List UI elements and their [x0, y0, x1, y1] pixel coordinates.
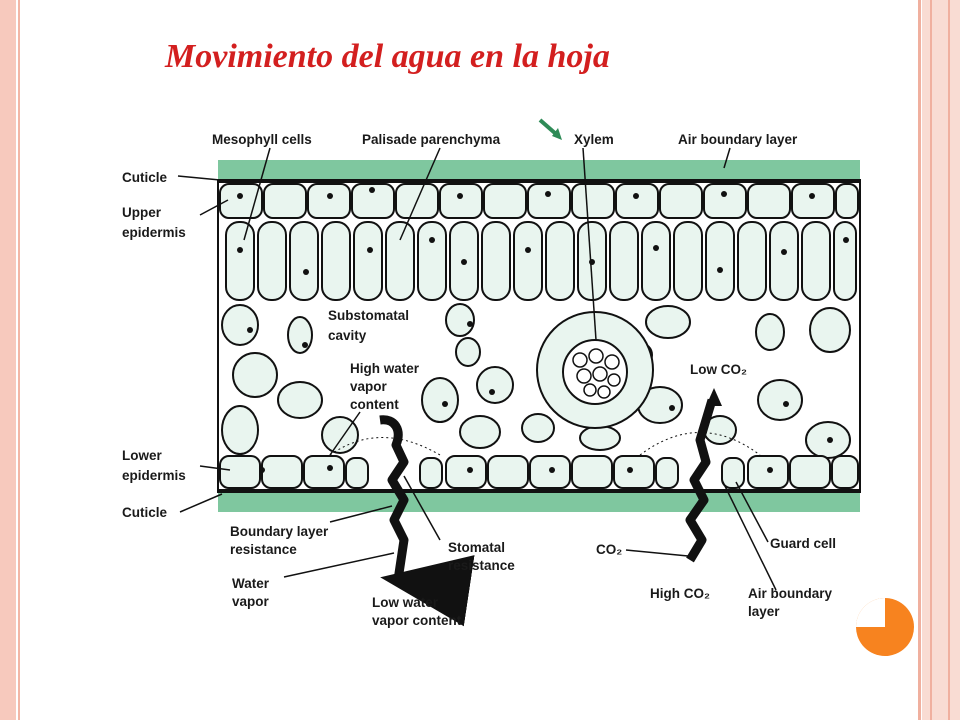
label-air-boundary-bottom-line1: Air boundary	[748, 586, 832, 601]
label-low-water-line1: Low water	[372, 595, 439, 610]
water-vapor-arrow	[379, 415, 475, 627]
cell-nuclei	[237, 187, 849, 473]
label-high-water-line2: vapor	[350, 379, 388, 394]
co2-arrow	[685, 398, 717, 563]
label-cuticle-top: Cuticle	[122, 170, 168, 185]
label-air-boundary-layer-top: Air boundary layer	[678, 132, 798, 147]
label-upper-epidermis-line2: epidermis	[122, 225, 186, 240]
label-air-boundary-bottom-line2: layer	[748, 604, 780, 619]
slide-frame-left	[0, 0, 16, 720]
slide-frame-right-line	[948, 0, 950, 720]
label-palisade-parenchyma: Palisade parenchyma	[362, 132, 501, 147]
slide-frame-right-line	[918, 0, 921, 720]
decorative-orange-circle	[856, 598, 914, 656]
label-lower-epidermis-line2: epidermis	[122, 468, 186, 483]
label-upper-epidermis-line1: Upper	[122, 205, 162, 220]
air-boundary-layer-top	[218, 160, 860, 180]
label-water-vapor-line1: Water	[232, 576, 270, 591]
stomata-diffusion-arc-left	[329, 437, 441, 456]
slide-frame-right-line	[930, 0, 932, 720]
label-high-water-line1: High water	[350, 361, 420, 376]
label-water-vapor-line2: vapor	[232, 594, 270, 609]
label-mesophyll-cells: Mesophyll cells	[212, 132, 312, 147]
label-co2: CO₂	[596, 542, 622, 557]
leader-lines	[177, 147, 777, 597]
label-low-co2: Low CO₂	[690, 362, 747, 377]
label-low-water-line2: vapor content	[372, 613, 462, 628]
label-boundary-resistance-line2: resistance	[230, 542, 297, 557]
vascular-bundle	[536, 311, 654, 429]
label-lower-epidermis-line1: Lower	[122, 448, 163, 463]
xylem-vessels	[572, 348, 621, 399]
label-guard-cell: Guard cell	[770, 536, 836, 551]
slide-title: Movimiento del agua en la hoja	[165, 38, 610, 75]
slide-frame-right	[922, 0, 960, 720]
label-high-water-line3: content	[350, 397, 399, 412]
xylem-green-arrow	[538, 118, 558, 136]
upper-epidermis-cells	[219, 183, 859, 219]
spongy-mesophyll-cells	[221, 303, 851, 459]
slide-frame-left-line	[18, 0, 20, 720]
palisade-cells	[225, 221, 857, 301]
label-cuticle-bottom: Cuticle	[122, 505, 168, 520]
xylem-green-arrowhead	[552, 128, 562, 140]
label-xylem: Xylem	[574, 132, 614, 147]
label-substomatal-line2: cavity	[328, 328, 367, 343]
label-stomatal-resistance-line2: resistance	[448, 558, 515, 573]
lower-epidermis-cells	[219, 455, 859, 489]
label-substomatal-line1: Substomatal	[328, 308, 409, 323]
air-boundary-layer-bottom	[218, 492, 860, 512]
label-boundary-resistance-line1: Boundary layer	[230, 524, 329, 539]
stomata-diffusion-arc-right	[639, 432, 761, 456]
label-high-co2: High CO₂	[650, 586, 710, 601]
co2-arrowhead	[706, 388, 722, 406]
label-stomatal-resistance-line1: Stomatal	[448, 540, 505, 555]
